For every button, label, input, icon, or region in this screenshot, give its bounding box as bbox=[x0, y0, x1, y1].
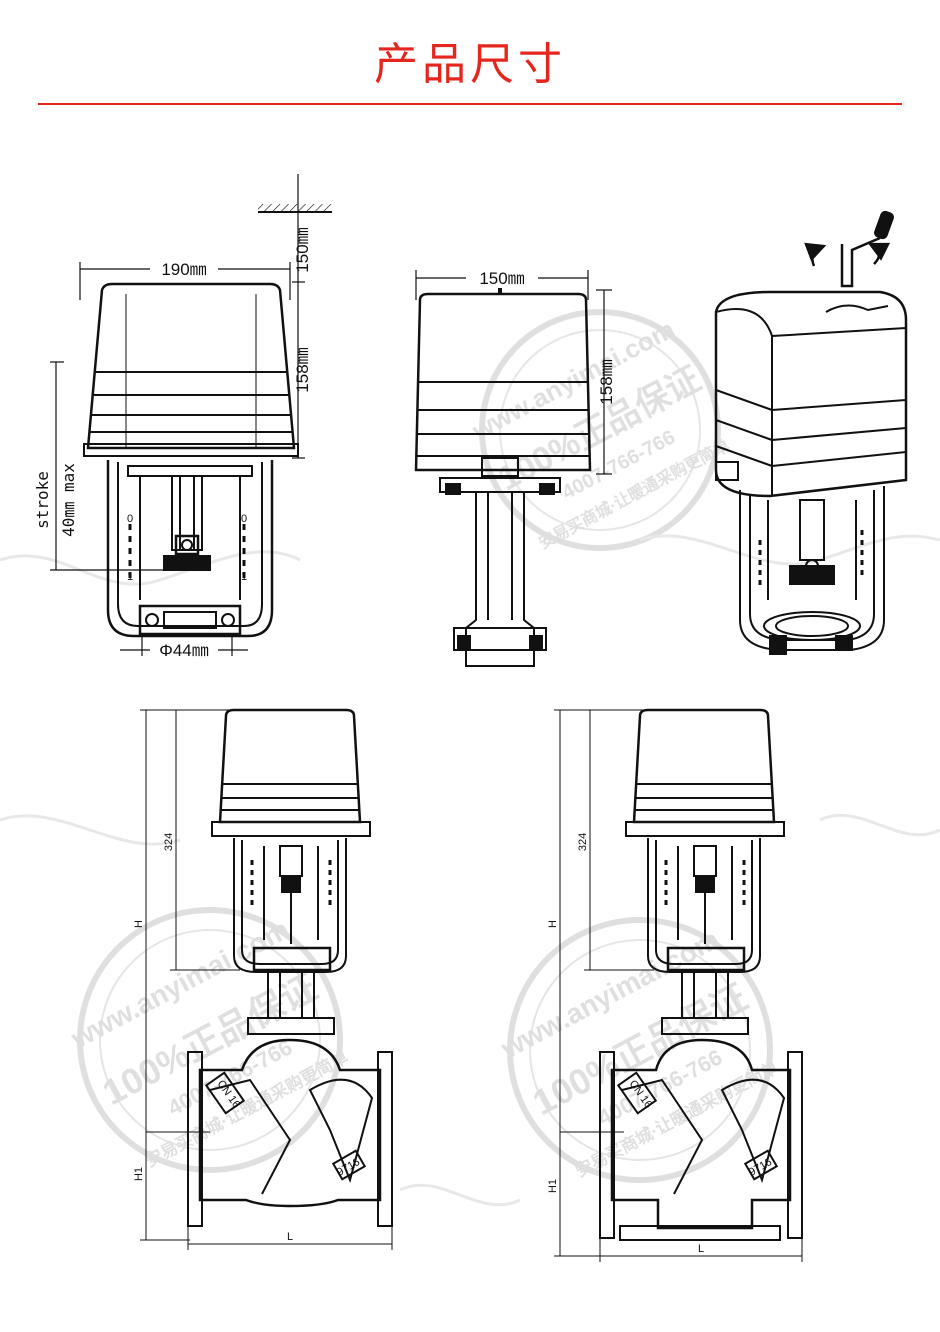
right-length: L bbox=[698, 1243, 704, 1255]
page-title: 产品尺寸 bbox=[374, 39, 566, 90]
stroke-label: stroke bbox=[33, 471, 52, 529]
scale-right-bottom: 1 bbox=[241, 571, 247, 583]
front-view bbox=[50, 174, 332, 656]
scale-left-bottom: 1 bbox=[127, 571, 133, 583]
left-length: L bbox=[287, 1231, 293, 1243]
left-total-height: H bbox=[133, 920, 145, 928]
watermark-layer: www.anyimai.com 100%正品保证 4007-766-766 安易… bbox=[0, 309, 940, 1207]
valve-assembly-right bbox=[554, 708, 803, 1262]
right-actuator-height: 324 bbox=[577, 833, 589, 851]
right-total-height: H bbox=[547, 920, 559, 928]
front-width-label: 190㎜ bbox=[161, 260, 206, 279]
left-lower-height: H1 bbox=[133, 1167, 145, 1181]
perspective-view bbox=[714, 210, 908, 655]
side-view bbox=[414, 270, 612, 667]
front-top-clearance-label: 150㎜ bbox=[293, 227, 312, 272]
scale-left-top: 0 bbox=[127, 513, 133, 525]
side-height-label: 158㎜ bbox=[597, 359, 616, 404]
right-lower-height: H1 bbox=[547, 1179, 559, 1193]
left-actuator-height: 324 bbox=[163, 833, 175, 851]
front-height-label: 158㎜ bbox=[293, 347, 312, 392]
stroke-max-label: 40㎜ max bbox=[59, 463, 78, 537]
shaft-diameter-label: Φ44㎜ bbox=[159, 641, 208, 660]
side-width-label: 150㎜ bbox=[479, 269, 524, 288]
title-underline bbox=[38, 103, 902, 105]
scale-right-top: 0 bbox=[241, 513, 247, 525]
valve-assembly-left bbox=[140, 708, 393, 1250]
